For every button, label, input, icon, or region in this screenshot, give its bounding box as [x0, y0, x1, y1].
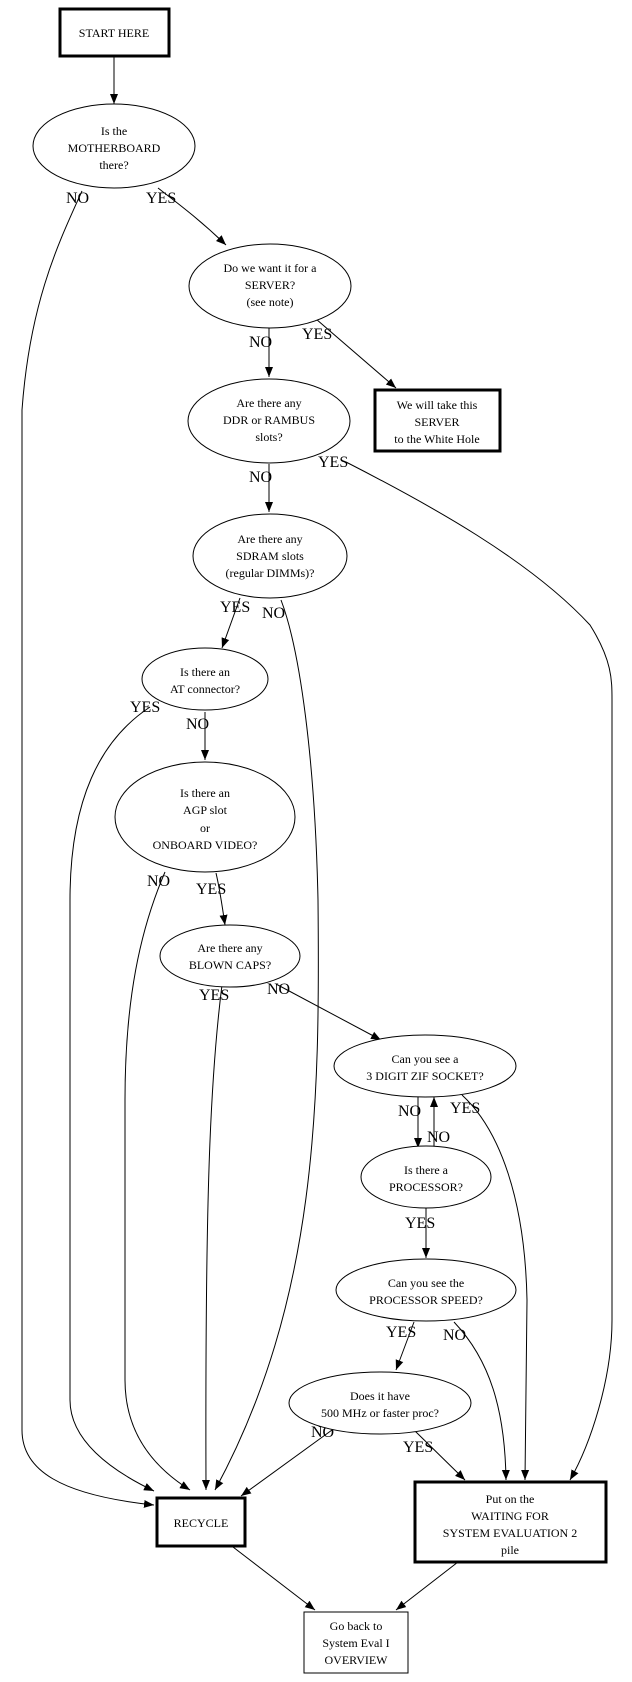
edge-zif-waiting [461, 1094, 530, 1481]
edge-label-server-no: NO [249, 334, 272, 351]
edge-recycle-overview [232, 1546, 316, 1611]
node-zif-line-2: 3 DIGIT ZIF SOCKET? [366, 1069, 483, 1083]
node-waiting-line-4: pile [501, 1543, 519, 1557]
node-recycle: RECYCLE [155, 1496, 247, 1548]
node-at-line-1: Is there an [180, 665, 230, 679]
node-white-hole-line-1: We will take this [397, 398, 478, 412]
node-overview-line-3: OVERVIEW [324, 1653, 388, 1667]
edge-agp-caps [215, 872, 228, 926]
edge-label-motherboard-no: NO [66, 190, 89, 207]
edge-waiting-overview [395, 1561, 459, 1611]
node-caps-line-1: Are there any [197, 941, 262, 955]
node-waiting-line-1: Put on the [486, 1492, 535, 1506]
node-motherboard-line-3: there? [99, 158, 128, 172]
edge-caps-zif [275, 983, 382, 1041]
node-overview: Go back to System Eval I OVERVIEW [303, 1611, 409, 1674]
edge-agp-recycle [124, 871, 191, 1491]
node-ddr-line-2: DDR or RAMBUS [223, 413, 315, 427]
edge-sdram-recycle [214, 599, 319, 1491]
node-waiting-line-3: SYSTEM EVALUATION 2 [443, 1526, 577, 1540]
node-speed: Can you see the PROCESSOR SPEED? [335, 1258, 517, 1322]
node-caps-line-2: BLOWN CAPS? [189, 958, 271, 972]
node-start: START HERE [58, 7, 171, 58]
node-sdram: Are there any SDRAM slots (regular DIMMs… [192, 513, 348, 599]
node-start-line-1: START HERE [79, 26, 149, 40]
node-sdram-line-3: (regular DIMMs)? [226, 566, 315, 580]
edge-label-sdram-no: NO [262, 605, 285, 622]
node-caps: Are there any BLOWN CAPS? [159, 924, 301, 988]
edge-label-agp-no: NO [147, 873, 170, 890]
node-agp-line-2: AGP slot [183, 803, 228, 817]
edge-mhz-recycle [240, 1429, 333, 1497]
node-zif: Can you see a 3 DIGIT ZIF SOCKET? [333, 1034, 517, 1098]
node-processor: Is there a PROCESSOR? [360, 1145, 492, 1209]
edge-label-processor-no: NO [427, 1129, 450, 1146]
node-ddr: Are there any DDR or RAMBUS slots? [187, 378, 351, 464]
edge-label-ddr-yes: YES [318, 454, 348, 471]
edge-label-speed-no: NO [443, 1327, 466, 1344]
edge-label-zif-yes: YES [450, 1100, 480, 1117]
edge-sdram-at [221, 597, 241, 649]
node-motherboard: Is the MOTHERBOARD there? [32, 103, 196, 189]
node-white-hole-line-2: SERVER [414, 415, 459, 429]
node-motherboard-line-1: Is the [101, 124, 127, 138]
node-agp: Is there an AGP slot or ONBOARD VIDEO? [114, 761, 296, 873]
edge-label-agp-yes: YES [196, 881, 226, 898]
node-server-line-3: (see note) [247, 295, 294, 309]
node-speed-line-1: Can you see the [388, 1276, 464, 1290]
edge-label-at-no: NO [186, 716, 209, 733]
node-agp-line-3: or [200, 821, 210, 835]
node-speed-line-2: PROCESSOR SPEED? [369, 1293, 483, 1307]
edge-server-whitehole [315, 318, 397, 389]
node-overview-line-2: System Eval I [322, 1636, 389, 1650]
node-processor-line-2: PROCESSOR? [389, 1180, 463, 1194]
node-waiting-line-2: WAITING FOR [471, 1509, 549, 1523]
edge-speed-waiting [453, 1321, 510, 1481]
node-mhz-line-2: 500 MHz or faster proc? [321, 1406, 439, 1420]
edge-at-recycle [69, 706, 155, 1492]
node-motherboard-line-2: MOTHERBOARD [68, 141, 161, 155]
edge-label-zif-no: NO [398, 1103, 421, 1120]
edge-speed-mhz [395, 1321, 415, 1371]
edge-label-caps-no: NO [267, 981, 290, 998]
node-server: Do we want it for a SERVER? (see note) [188, 243, 352, 329]
edge-label-ddr-no: NO [249, 469, 272, 486]
node-mhz: Does it have 500 MHz or faster proc? [288, 1371, 472, 1435]
edge-label-mhz-yes: YES [403, 1439, 433, 1456]
edge-label-motherboard-yes: YES [146, 190, 176, 207]
edge-label-at-yes: YES [130, 699, 160, 716]
node-white-hole: We will take this SERVER to the White Ho… [373, 388, 502, 453]
node-server-line-1: Do we want it for a [224, 261, 318, 275]
edge-motherboard-server [157, 187, 227, 246]
node-ddr-line-1: Are there any [236, 396, 301, 410]
node-white-hole-line-3: to the White Hole [394, 432, 479, 446]
node-processor-line-1: Is there a [404, 1163, 449, 1177]
node-ddr-line-3: slots? [255, 430, 282, 444]
node-at-line-2: AT connector? [170, 682, 240, 696]
node-waiting: Put on the WAITING FOR SYSTEM EVALUATION… [413, 1480, 608, 1564]
edge-label-caps-yes: YES [199, 987, 229, 1004]
node-overview-line-1: Go back to [330, 1619, 383, 1633]
node-mhz-line-1: Does it have [350, 1389, 410, 1403]
node-at: Is there an AT connector? [141, 647, 269, 711]
edge-label-speed-yes: YES [386, 1324, 416, 1341]
node-agp-line-4: ONBOARD VIDEO? [153, 838, 258, 852]
edge-ddr-waiting [345, 461, 613, 1481]
node-recycle-line-1: RECYCLE [174, 1516, 229, 1530]
edge-label-processor-yes: YES [405, 1215, 435, 1232]
node-agp-line-1: Is there an [180, 786, 230, 800]
node-sdram-line-2: SDRAM slots [236, 549, 304, 563]
edge-motherboard-recycle [21, 190, 155, 1508]
edge-caps-recycle [201, 984, 223, 1491]
node-sdram-line-1: Are there any [237, 532, 302, 546]
node-server-line-2: SERVER? [245, 278, 295, 292]
edge-label-server-yes: YES [302, 326, 332, 343]
node-zif-line-1: Can you see a [392, 1052, 460, 1066]
edge-label-sdram-yes: YES [220, 599, 250, 616]
edge-mhz-waiting [414, 1430, 466, 1481]
